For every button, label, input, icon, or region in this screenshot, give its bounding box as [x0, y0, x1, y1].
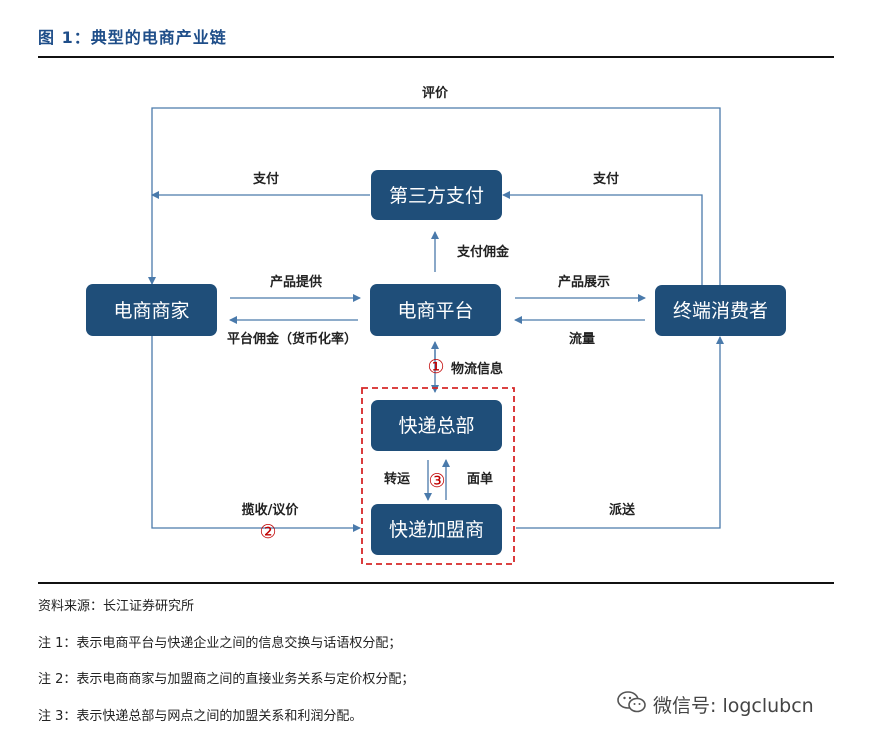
label-review: 评价 — [422, 86, 449, 101]
label-delivery: 派送 — [609, 502, 636, 518]
label-payment-left: 支付 — [252, 171, 279, 187]
node-third-party-payment: 第三方支付 — [371, 170, 502, 220]
edge-pickup-pricing — [151, 336, 361, 532]
label-transfer: 转运 — [384, 471, 410, 487]
marker-1: ① — [427, 356, 444, 378]
edge-delivery — [516, 336, 724, 529]
note-3: 注 3：表示快递总部与网点之间的加盟关系和利润分配。 — [38, 709, 363, 724]
marker-3: ③ — [428, 470, 445, 492]
figure-title: 图 1：典型的电商产业链 — [38, 28, 227, 47]
svg-text:电商商家: 电商商家 — [113, 300, 189, 322]
node-ecommerce-merchant: 电商商家 — [86, 284, 217, 336]
edge-payment-right — [502, 191, 703, 285]
top-rule — [38, 56, 834, 58]
source-note: 资料来源：长江证券研究所 — [38, 599, 195, 614]
express-group-box — [361, 387, 515, 565]
svg-text:电商平台: 电商平台 — [397, 300, 473, 322]
label-payment-commission: 支付佣金 — [456, 244, 510, 260]
node-end-consumer: 终端消费者 — [655, 285, 786, 336]
ecommerce-chain-diagram: 第三方支付 电商商家 电商平台 终端消费者 快递总部 快递加盟商 评价 支付 支… — [86, 86, 786, 565]
label-product-supply: 产品提供 — [270, 274, 322, 290]
svg-text:快递加盟商: 快递加盟商 — [389, 519, 484, 541]
marker-2: ② — [259, 521, 276, 543]
svg-text:快递总部: 快递总部 — [398, 415, 474, 437]
node-express-hq: 快递总部 — [371, 400, 502, 451]
svg-text:终端消费者: 终端消费者 — [673, 300, 768, 322]
note-2: 注 2：表示电商商家与加盟商之间的直接业务关系与定价权分配； — [38, 672, 415, 687]
label-product-display: 产品展示 — [558, 274, 610, 290]
label-pickup-pricing: 揽收/议价 — [242, 502, 300, 518]
note-1: 注 1：表示电商平台与快递企业之间的信息交换与话语权分配； — [38, 636, 402, 651]
node-express-franchisee: 快递加盟商 — [371, 504, 502, 555]
node-ecommerce-platform: 电商平台 — [370, 284, 501, 336]
label-payment-right: 支付 — [592, 171, 619, 187]
wechat-icon — [617, 690, 647, 719]
label-waybill: 面单 — [467, 471, 493, 487]
watermark: 微信号: logclubcn — [617, 690, 814, 719]
watermark-text: 微信号: logclubcn — [653, 695, 814, 717]
label-platform-commission: 平台佣金（货币化率） — [227, 331, 357, 347]
bottom-rule — [38, 582, 834, 584]
svg-text:第三方支付: 第三方支付 — [389, 185, 484, 207]
label-logistics-info: 物流信息 — [451, 361, 503, 377]
label-traffic: 流量 — [569, 331, 595, 347]
